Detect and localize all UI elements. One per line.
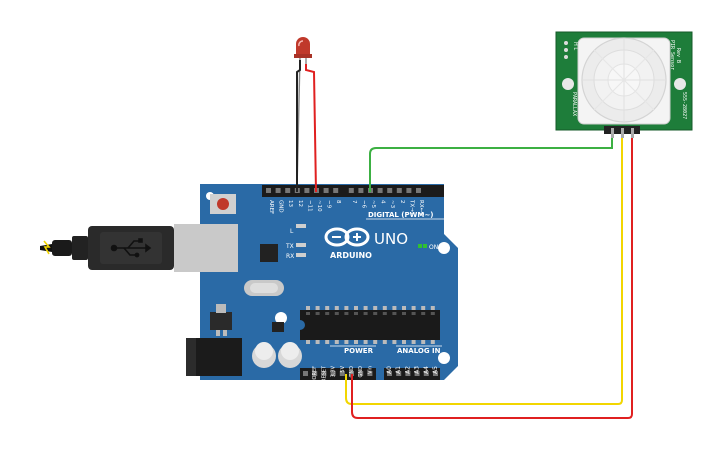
digital-label: DIGITAL (PWM~) <box>368 211 433 219</box>
digital-pin-label: 8 <box>335 200 341 204</box>
header-pin[interactable] <box>304 188 310 193</box>
header-pin[interactable] <box>349 371 354 376</box>
usb-chip <box>260 244 278 262</box>
digital-pin-label: 2 <box>399 200 405 204</box>
sensor-maker: PARALLAX <box>571 92 577 116</box>
led-label-tx: TX <box>285 243 294 250</box>
power-pin-label: 5V <box>340 365 346 372</box>
power-pin-label: GND <box>349 366 355 378</box>
header-pin[interactable] <box>266 188 271 193</box>
sensor-rev: Rev B <box>675 48 681 63</box>
atmega-chip <box>300 310 440 340</box>
digital-pin-label: AREF <box>268 200 274 214</box>
header-pin[interactable] <box>406 188 412 193</box>
digital-pin-label: ~9 <box>326 200 332 209</box>
digital-pin-label: ~11 <box>306 200 312 212</box>
wire-pir-signal <box>369 138 613 192</box>
digital-pin-label: 7 <box>351 200 357 204</box>
header-pin[interactable] <box>396 188 402 193</box>
mounting-hole <box>275 312 287 324</box>
digital-pin-label: 12 <box>297 200 303 207</box>
digital-pin-label: 13 <box>287 200 293 207</box>
analog-pin-label: A4 <box>423 366 430 374</box>
header-pin[interactable] <box>423 371 429 376</box>
wire-pir-gnd <box>351 138 633 419</box>
analog-pin-label: A5 <box>432 366 439 374</box>
digital-pin-label: ~6 <box>360 200 366 209</box>
on-led <box>418 244 422 248</box>
smd-component <box>272 322 284 332</box>
wire-led-gnd <box>296 60 301 192</box>
header-pin[interactable] <box>303 371 308 376</box>
header-pin[interactable] <box>367 371 373 376</box>
mounting-hole <box>438 352 450 364</box>
digital-pin-label: ~10 <box>316 200 322 212</box>
pir-sensor: H L PIR Sensor Rev B 555-28027 PARALLAX <box>555 31 693 138</box>
header-pin[interactable] <box>416 188 421 193</box>
header-pin[interactable] <box>405 371 411 376</box>
digital-pin-label: ~5 <box>370 200 376 209</box>
voltage-regulator <box>210 312 232 330</box>
analog-label: ANALOG IN <box>397 347 441 355</box>
digital-pin-label: GND <box>278 200 284 213</box>
jumper-label: H L <box>572 42 578 50</box>
model-text: UNO <box>374 230 408 248</box>
power-pin-label: RESET <box>321 365 327 382</box>
wire-pir-vcc <box>345 138 623 405</box>
power-label: POWER <box>344 347 374 355</box>
header-pin[interactable] <box>333 188 339 193</box>
header-pin[interactable] <box>339 371 345 376</box>
mounting-hole <box>674 78 686 90</box>
brand-text: ARDUINO <box>330 251 372 260</box>
analog-pin-label: A0 <box>386 366 393 374</box>
header-pin[interactable] <box>433 371 438 376</box>
header-pin[interactable] <box>330 371 336 376</box>
mounting-hole <box>562 78 574 90</box>
arduino-logo <box>324 227 370 247</box>
lightning-icon <box>43 240 51 255</box>
wire-led-pin13 <box>305 64 317 193</box>
header-pin[interactable] <box>285 188 291 193</box>
led-label-l: L <box>290 228 294 235</box>
on-label: ON <box>429 244 438 251</box>
arduino-uno-board: L TX RX ON ARDUINO UNO DIGITAL (PWM~) AR… <box>174 184 458 382</box>
sensor-title: PIR Sensor <box>669 40 675 70</box>
header-pin[interactable] <box>377 188 383 193</box>
header-pin[interactable] <box>414 371 420 376</box>
digital-pin-label: 4 <box>380 200 386 204</box>
header-pin[interactable] <box>275 188 281 193</box>
usb-port <box>174 224 238 272</box>
analog-pin-label: A1 <box>395 366 402 374</box>
mounting-hole <box>438 242 450 254</box>
usb-icon <box>110 238 152 258</box>
led-label-rx: RX <box>286 253 294 260</box>
header-pin[interactable] <box>348 188 354 193</box>
power-pin-label: IOREF <box>312 366 318 381</box>
digital-pin-label: ~3 <box>389 200 395 209</box>
header-pin[interactable] <box>387 371 392 376</box>
power-pin-label: Vin <box>367 366 373 374</box>
analog-pin-label: A2 <box>404 366 411 374</box>
header-pin[interactable] <box>321 371 327 376</box>
header-pin[interactable] <box>312 371 318 376</box>
header-pin[interactable] <box>358 371 364 376</box>
digital-pin-label: RX←0 <box>418 200 424 216</box>
header-pin[interactable] <box>396 371 402 376</box>
analog-pin-label: A3 <box>414 366 421 374</box>
power-pin-label: 3.3V <box>331 365 337 377</box>
header-pin[interactable] <box>358 188 364 193</box>
power-pin-label: GND <box>358 366 364 378</box>
header-pin[interactable] <box>323 188 329 193</box>
sensor-part: 555-28027 <box>681 92 687 119</box>
digital-pin-label: TX→1 <box>408 199 414 215</box>
power-header <box>300 368 376 380</box>
header-pin[interactable] <box>387 188 393 193</box>
